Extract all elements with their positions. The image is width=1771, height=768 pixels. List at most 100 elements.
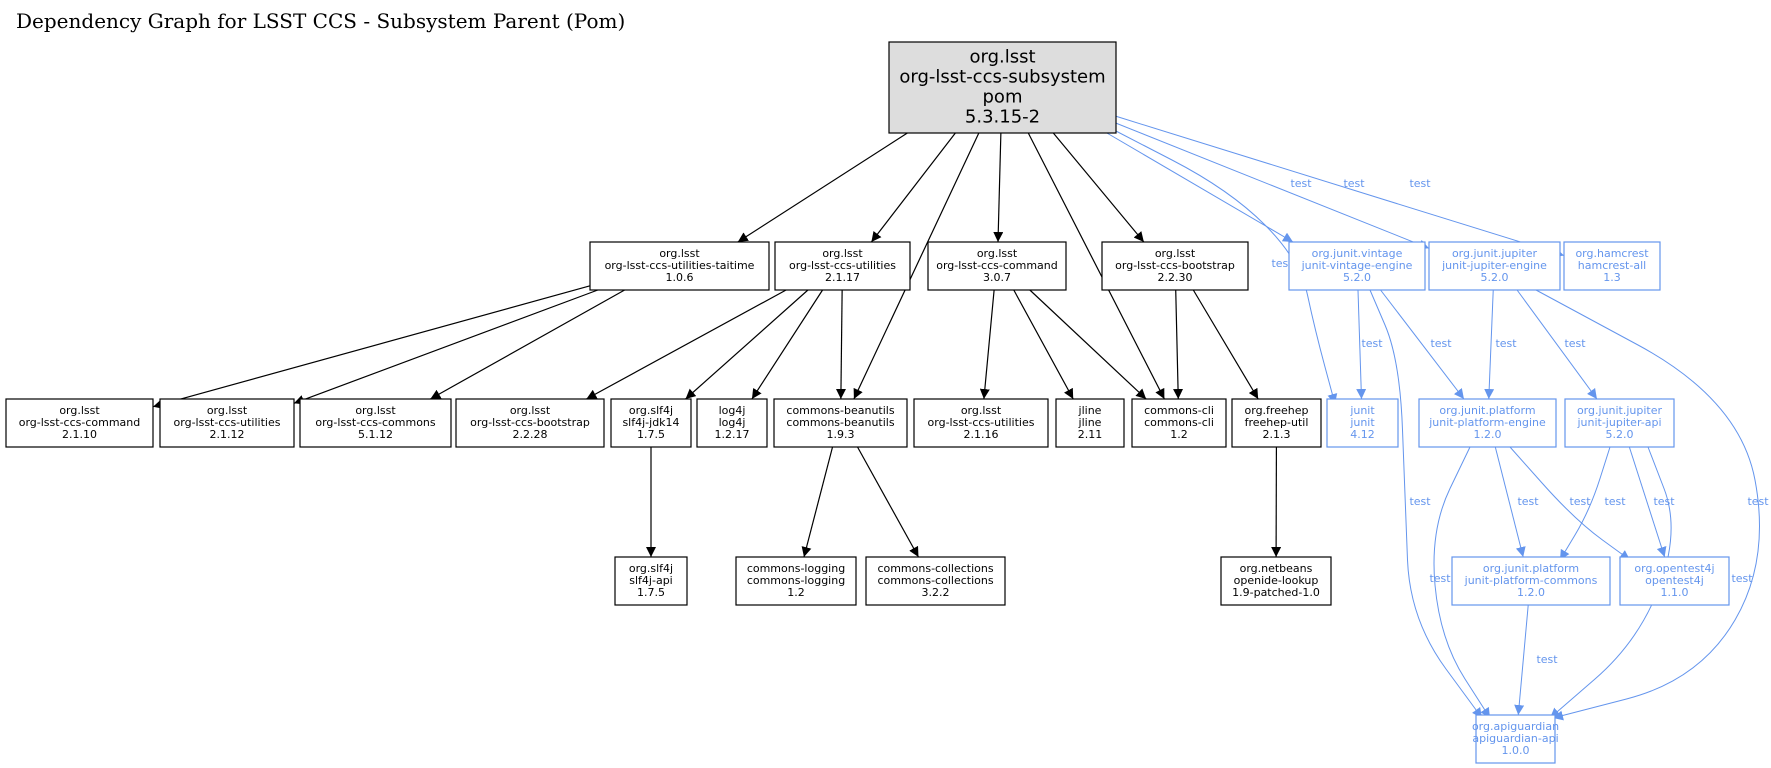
edge-label-root-to-vintage: test	[1290, 177, 1312, 190]
node-openide-line-1: openide-lookup	[1234, 574, 1319, 587]
node-jline-line-2: 2.11	[1078, 428, 1103, 441]
edge-root-to-util2117	[870, 132, 956, 243]
node-collections-line-0: commons-collections	[877, 562, 993, 575]
node-vintage-line-2: 5.2.0	[1343, 271, 1371, 284]
node-box-cmd2110	[5, 398, 154, 448]
node-box-beanutils	[773, 398, 908, 448]
node-freehep-line-0: org.freehep	[1245, 404, 1309, 417]
node-root-line-3: 5.3.15-2	[965, 107, 1040, 128]
node-beanutils-line-2: 1.9.3	[827, 428, 855, 441]
node-boot2228-line-0: org.lsst	[510, 404, 551, 417]
edge-label-jupapi-to-platcommons: test	[1604, 495, 1626, 508]
edge-root-to-beanutils	[853, 132, 980, 400]
node-box-junit	[1326, 398, 1399, 448]
edge-cmd307-to-cli	[1029, 289, 1147, 400]
edge-taitime-to-util2112	[293, 289, 599, 405]
node-box-opentest4j	[1619, 556, 1730, 606]
edge-root-to-junit	[1113, 129, 1338, 405]
edge-label-platcommons-to-apiguardian: test	[1536, 653, 1558, 666]
edge-label-plateng-to-platcommons: test	[1517, 495, 1539, 508]
node-jupeng-line-2: 5.2.0	[1481, 271, 1509, 284]
nodes-layer: org.lsstorg-lsst-ccs-subsystempom5.3.15-…	[5, 41, 1730, 764]
edge-taitime-to-cmd2110	[152, 285, 591, 409]
graph-title: Dependency Graph for LSST CCS - Subsyste…	[16, 9, 625, 33]
node-box-slf4japi	[614, 556, 688, 606]
node-util2116-line-1: org-lsst-ccs-utilities	[928, 416, 1035, 429]
node-boot2230-line-2: 2.2.30	[1158, 271, 1193, 284]
node-cmd2110-line-1: org-lsst-ccs-command	[19, 416, 141, 429]
node-taitime-line-1: org-lsst-ccs-utilities-taitime	[605, 259, 755, 272]
node-box-root	[888, 41, 1117, 134]
node-box-logging	[735, 556, 857, 606]
node-box-jupeng	[1428, 241, 1561, 291]
node-plateng-line-0: org.junit.platform	[1439, 404, 1535, 417]
node-box-hamcrest	[1563, 241, 1661, 291]
node-log4j-line-0: log4j	[719, 404, 746, 417]
edge-vintage-to-plateng	[1380, 289, 1465, 400]
edge-root-to-vintage	[1106, 132, 1294, 243]
edge-jupeng-to-plateng	[1484, 289, 1495, 400]
node-box-boot2228	[455, 398, 605, 448]
node-slf4japi-line-2: 1.7.5	[637, 586, 665, 599]
node-commons5112-line-2: 5.1.12	[358, 428, 393, 441]
node-root-line-1: org-lsst-ccs-subsystem	[899, 67, 1105, 88]
edge-root-to-jupeng	[1115, 122, 1430, 250]
edge-root-to-taitime	[737, 132, 908, 243]
edge-cmd307-to-util2116	[979, 289, 995, 400]
edge-label-jupeng-to-plateng: test	[1495, 337, 1517, 350]
node-util2112-line-2: 2.1.12	[210, 428, 245, 441]
edge-label-vintage-to-apiguardian: test	[1409, 495, 1431, 508]
node-jupapi-line-0: org.junit.jupiter	[1577, 404, 1663, 417]
edge-label-root-to-junit: test	[1271, 257, 1293, 270]
edge-label-root-to-hamcrest: test	[1409, 177, 1431, 190]
node-collections: commons-collectionscommons-collections3.…	[865, 556, 1006, 606]
edge-label-jupapi-to-opentest4j: test	[1653, 495, 1675, 508]
edge-root-to-hamcrest	[1115, 115, 1565, 258]
node-junit-line-2: 4.12	[1350, 428, 1375, 441]
node-apiguardian-line-0: org.apiguardian	[1472, 720, 1559, 733]
node-vintage-line-0: org.junit.vintage	[1312, 247, 1403, 260]
node-cmd307-line-1: org-lsst-ccs-command	[936, 259, 1058, 272]
node-boot2228-line-1: org-lsst-ccs-bootstrap	[470, 416, 590, 429]
edge-jupeng-to-jupapi	[1516, 289, 1598, 400]
node-jupapi-line-2: 5.2.0	[1606, 428, 1634, 441]
node-util2112-line-1: org-lsst-ccs-utilities	[174, 416, 281, 429]
node-vintage: org.junit.vintagejunit-vintage-engine5.2…	[1288, 241, 1426, 291]
node-taitime: org.lsstorg-lsst-ccs-utilities-taitime1.…	[589, 241, 770, 291]
edge-label-vintage-to-plateng: test	[1430, 337, 1452, 350]
node-log4j-line-2: 1.2.17	[715, 428, 750, 441]
node-commons5112-line-1: org-lsst-ccs-commons	[315, 416, 436, 429]
edge-plateng-to-platcommons	[1494, 446, 1526, 558]
node-box-util2116	[913, 398, 1049, 448]
node-opentest4j-line-1: opentest4j	[1645, 574, 1704, 587]
node-util2112-line-0: org.lsst	[207, 404, 248, 417]
node-boot2228-line-2: 2.2.28	[513, 428, 548, 441]
node-log4j-line-1: log4j	[719, 416, 746, 429]
node-openide: org.netbeansopenide-lookup1.9-patched-1.…	[1220, 556, 1332, 606]
node-slf4jjdk-line-2: 1.7.5	[637, 428, 665, 441]
node-openide-line-0: org.netbeans	[1240, 562, 1313, 575]
node-taitime-line-0: org.lsst	[659, 247, 700, 260]
node-opentest4j-line-0: org.opentest4j	[1634, 562, 1714, 575]
node-box-cmd307	[927, 241, 1067, 291]
node-logging-line-1: commons-logging	[747, 574, 845, 587]
node-platcommons-line-2: 1.2.0	[1517, 586, 1545, 599]
edge-root-to-boot2230	[1052, 132, 1145, 243]
node-junit-line-1: junit	[1349, 416, 1375, 429]
node-platcommons-line-1: junit-platform-commons	[1464, 574, 1598, 587]
node-box-util2112	[159, 398, 295, 448]
node-boot2230-line-0: org.lsst	[1155, 247, 1196, 260]
node-jupeng-line-1: junit-jupiter-engine	[1441, 259, 1547, 272]
node-plateng-line-2: 1.2.0	[1474, 428, 1502, 441]
node-box-openide	[1220, 556, 1332, 606]
node-box-freehep	[1231, 398, 1322, 448]
